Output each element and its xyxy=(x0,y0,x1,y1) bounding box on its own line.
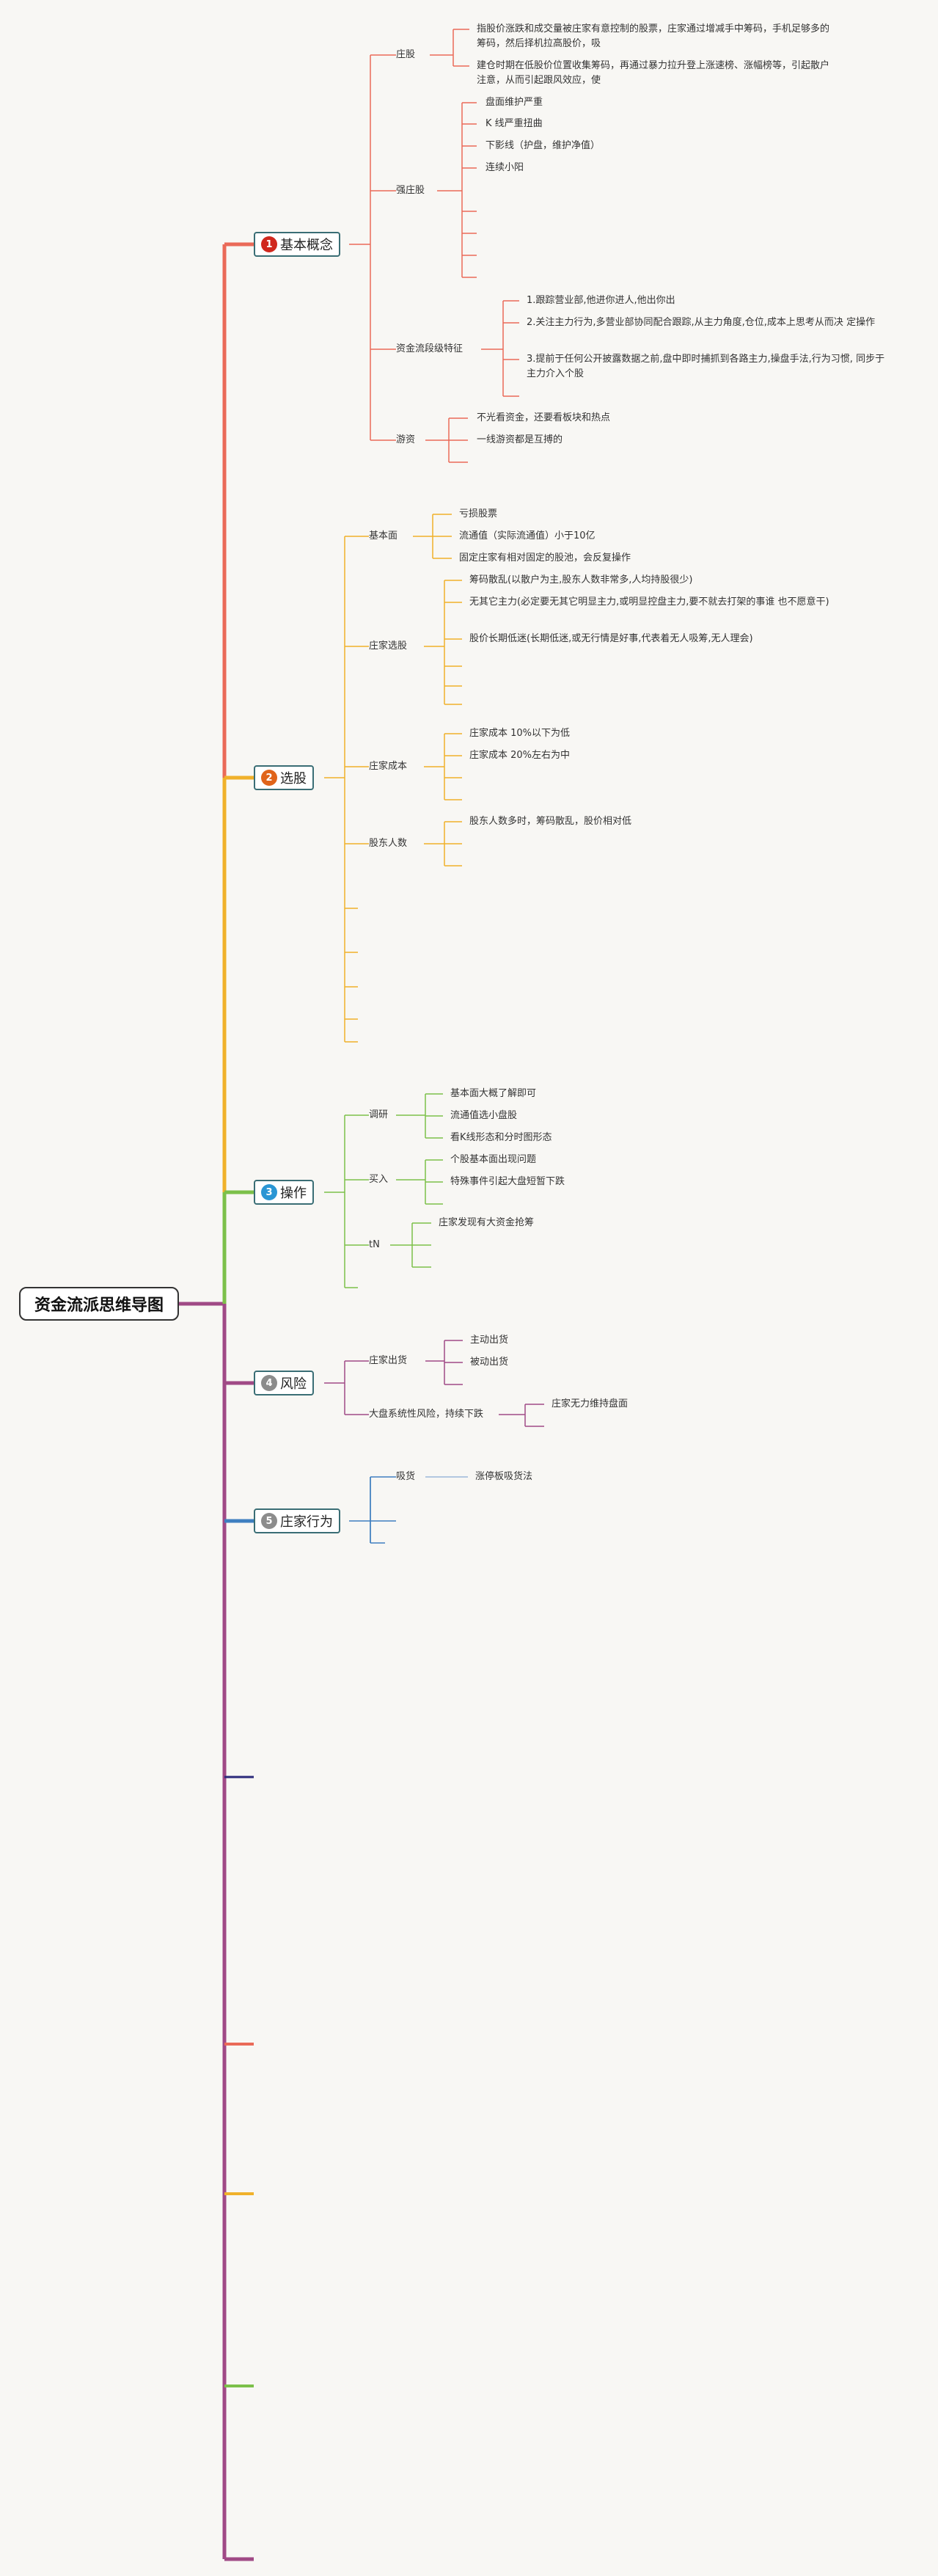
subtopic-hot-money[interactable]: 游资 xyxy=(396,434,416,445)
leaf-text: K 线严重扭曲 xyxy=(486,118,543,129)
subtopic-tn[interactable]: tN xyxy=(369,1239,380,1250)
leaf-text: 被动出货 xyxy=(470,1357,509,1368)
leaf-text: 庄家无力维持盘面 xyxy=(552,1398,629,1409)
topic-node-basic-concepts[interactable]: 1 基本概念 xyxy=(254,232,340,257)
topic-node-stock-selection[interactable]: 2 选股 xyxy=(254,765,314,790)
badge-icon: 4 xyxy=(261,1375,277,1391)
badge-icon: 2 xyxy=(261,770,277,786)
badge-icon: 5 xyxy=(261,1513,277,1529)
leaf-text: 主动出货 xyxy=(470,1335,509,1346)
subtopic-shareholder-count[interactable]: 股东人数 xyxy=(369,838,408,849)
leaf-text: 盘面维护严重 xyxy=(486,97,543,108)
badge-icon: 1 xyxy=(261,236,277,252)
leaf-text: 流通值选小盘股 xyxy=(450,1110,518,1121)
subtopic-dealer-stock[interactable]: 庄股 xyxy=(396,49,416,60)
subtopic-fundamentals[interactable]: 基本面 xyxy=(369,530,398,541)
topic-label: 风险 xyxy=(280,1376,307,1392)
leaf-text: 下影线（护盘，维护净值） xyxy=(486,140,601,151)
topic-node-dealer-behavior[interactable]: 5 庄家行为 xyxy=(254,1508,340,1533)
leaf-text: 庄家成本 10%以下为低 xyxy=(469,728,571,739)
subtopic-dealer-picking[interactable]: 庄家选股 xyxy=(369,641,408,652)
leaf-text: 不光看资金，还要看板块和热点 xyxy=(477,412,611,423)
leaf-text: 股东人数多时，筹码散乱，股价相对低 xyxy=(469,816,632,827)
topic-label: 庄家行为 xyxy=(280,1514,333,1530)
leaf-text: 2.关注主力行为,多营业部协同配合跟踪,从主力角度,仓位,成本上思考从而决 定操… xyxy=(527,317,876,328)
subtopic-dealer-selling[interactable]: 庄家出货 xyxy=(369,1355,408,1366)
subtopic-dealer-cost[interactable]: 庄家成本 xyxy=(369,761,408,772)
root-node[interactable]: 资金流派思维导图 xyxy=(19,1287,179,1321)
leaf-text: 股价长期低迷(长期低迷,或无行情是好事,代表着无人吸筹,无人理会) xyxy=(469,633,753,644)
leaf-text: 1.跟踪营业部,他进你进人,他出你出 xyxy=(527,295,675,306)
subtopic-strong-dealer-stock[interactable]: 强庄股 xyxy=(396,185,425,196)
leaf-text: 基本面大概了解即可 xyxy=(450,1088,537,1099)
leaf-text: 庄家发现有大资金抢筹 xyxy=(439,1217,535,1228)
leaf-text: 看K线形态和分时图形态 xyxy=(450,1132,552,1143)
subtopic-fund-flow-features[interactable]: 资金流段级特征 xyxy=(396,343,463,354)
leaf-text: 3.提前于任何公开披露数据之前,盘中即时捕抓到各路主力,操盘手法,行为习惯, 同… xyxy=(527,354,885,379)
leaf-text: 指股价涨跌和成交量被庄家有意控制的股票，庄家通过增减手中筹码，手机足够多的筹码，… xyxy=(477,23,830,49)
leaf-text: 庄家成本 20%左右为中 xyxy=(469,750,571,761)
leaf-text: 无其它主力(必定要无其它明显主力,或明显控盘主力,要不就去打架的事谁 也不愿意干… xyxy=(469,596,829,607)
topic-label: 基本概念 xyxy=(280,238,333,253)
root-label: 资金流派思维导图 xyxy=(34,1296,164,1315)
leaf-text: 筹码散乱(以散户为主,股东人数非常多,人均持股很少) xyxy=(469,574,693,585)
subtopic-research[interactable]: 调研 xyxy=(369,1109,389,1120)
subtopic-systemic-risk[interactable]: 大盘系统性风险，持续下跌 xyxy=(369,1409,484,1420)
leaf-text: 个股基本面出现问题 xyxy=(450,1154,537,1165)
leaf-text: 一线游资都是互搏的 xyxy=(477,434,563,445)
leaf-text: 涨停板吸货法 xyxy=(475,1471,533,1482)
subtopic-buy[interactable]: 买入 xyxy=(369,1174,389,1185)
leaf-text: 固定庄家有相对固定的股池，会反复操作 xyxy=(459,552,631,563)
badge-icon: 3 xyxy=(261,1184,277,1200)
subtopic-accumulation[interactable]: 吸货 xyxy=(396,1471,416,1482)
leaf-text: 特殊事件引起大盘短暂下跌 xyxy=(450,1176,565,1187)
topic-node-operation[interactable]: 3 操作 xyxy=(254,1180,314,1205)
leaf-text: 建仓时期在低股价位置收集筹码，再通过暴力拉升登上涨速榜、涨幅榜等，引起散户注意，… xyxy=(477,60,830,86)
leaf-text: 流通值（实际流通值）小于10亿 xyxy=(459,530,596,541)
leaf-text: 亏损股票 xyxy=(459,508,498,519)
topic-label: 选股 xyxy=(280,771,307,787)
topic-label: 操作 xyxy=(280,1186,307,1201)
topic-node-risk[interactable]: 4 风险 xyxy=(254,1371,314,1395)
leaf-text: 连续小阳 xyxy=(486,162,524,173)
